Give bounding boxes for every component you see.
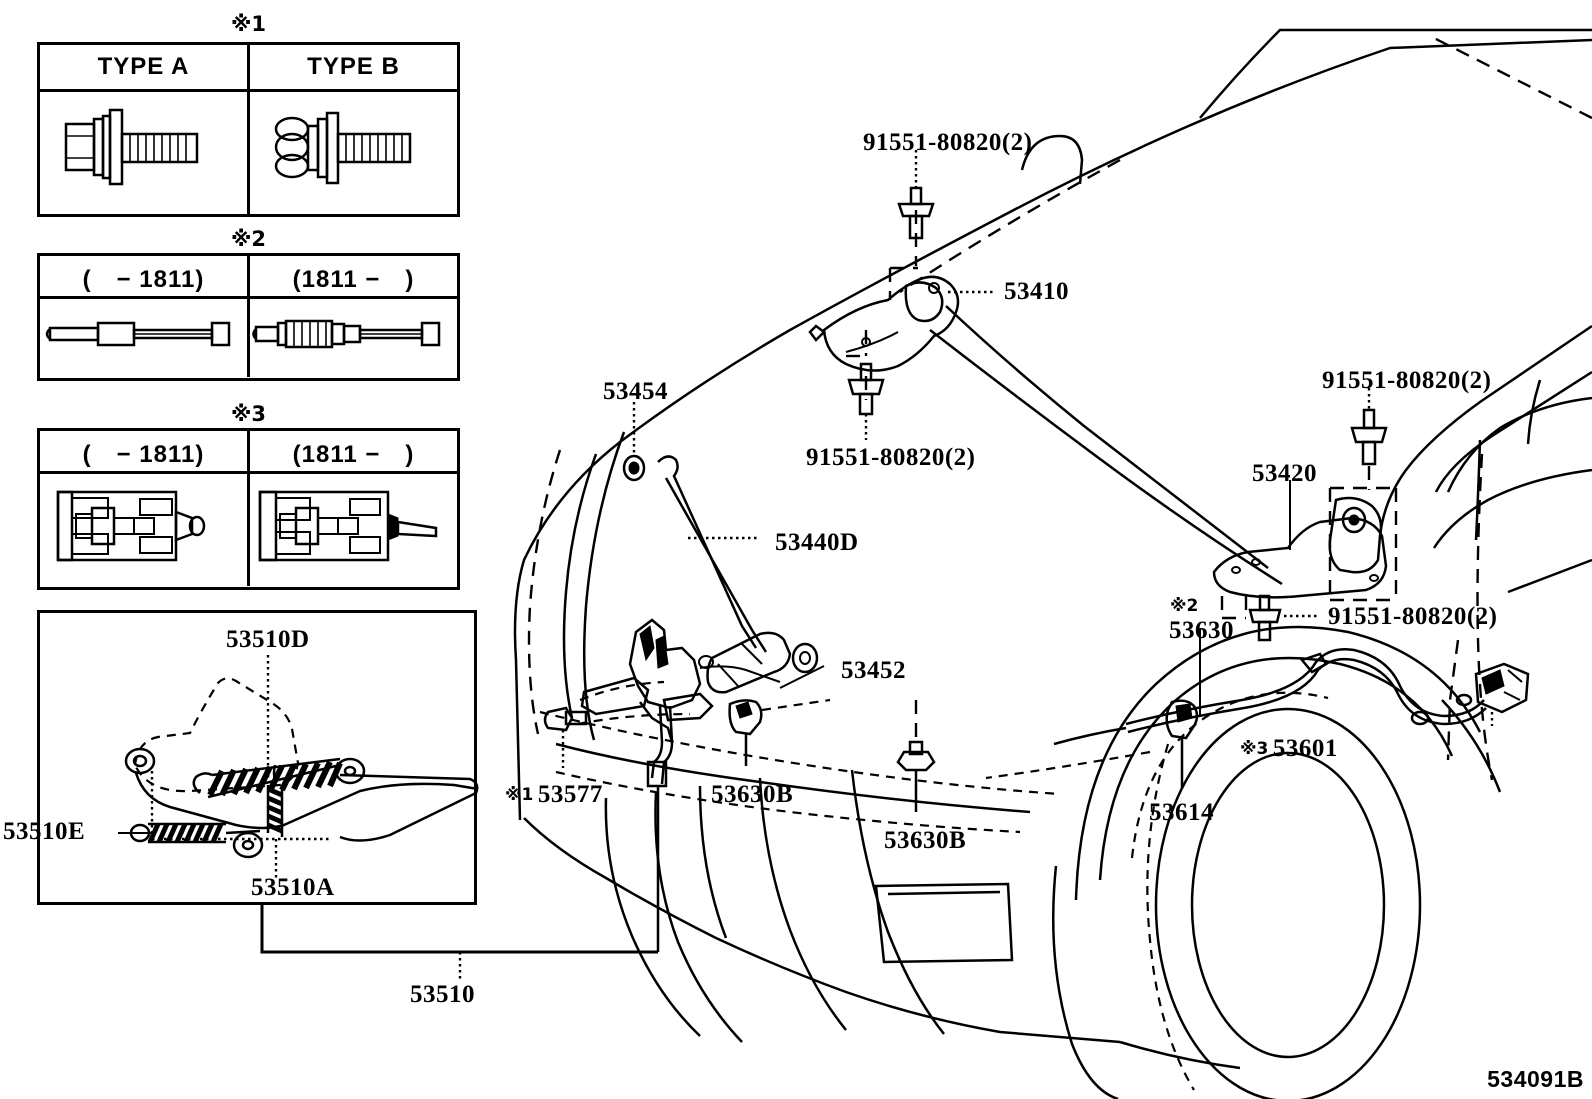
inset-2-cell-1: [250, 299, 457, 377]
bolt-support-upper-icon: [1350, 408, 1388, 466]
callout-hood-rod-holder: 53452: [841, 657, 906, 684]
hood-support-bracket-53420-part: [1212, 388, 1398, 642]
inset-1-cell-1: [250, 92, 457, 217]
callout-bolt-support-lower: 91551-80820(2): [1328, 603, 1498, 630]
diagram-id: 534091B: [1487, 1066, 1584, 1092]
cable-clamp-a-icon: [728, 698, 831, 766]
inset-2-box: ( − 1811) (1811 − ): [37, 253, 460, 381]
inset-2-marker: ※2: [231, 227, 267, 251]
hood-lock-cable-early-icon: [45, 321, 231, 347]
inset-3-cell-0: [40, 474, 250, 586]
ref-marker-1: ※1: [505, 785, 534, 805]
callout-hood-hinge-rh: 53410: [1004, 278, 1069, 305]
cable-clamp-b-icon: [896, 700, 936, 812]
inset-3-col-1-header: (1811 − ): [292, 440, 415, 468]
bolt-53577-icon: [543, 706, 588, 768]
hood-lock-assembly-detail-box: 53510D 53510E 53510A: [3, 610, 479, 905]
ref-marker-2: ※2: [1170, 596, 1199, 616]
detail-label-left: 53510E: [3, 818, 86, 845]
callout-bolt-upper-hinge-top: 91551-80820(2): [863, 129, 1033, 156]
inset-1-col-0-header: TYPE A: [40, 45, 250, 89]
inset-1-box: TYPE A TYPE B: [37, 42, 460, 217]
callout-hood-release-lever-group: ※3 53601: [1240, 736, 1338, 761]
callout-bolt-upper-hinge-bot: 91551-80820(2): [806, 444, 976, 471]
callout-hood-support-bracket: 53420: [1252, 460, 1317, 487]
inset-1-cell-0: [40, 92, 250, 217]
callout-hood-lock-cable: 53630: [1169, 617, 1234, 644]
callout-cable-clamp-a: 53630B: [711, 781, 794, 808]
hood-lock-cable-53630-part: [1053, 628, 1487, 746]
flange-bolt-type-b-icon: [274, 111, 412, 185]
inset-2-col-1-header: (1811 − ): [292, 265, 415, 293]
cable-clip-53614-icon: [1165, 699, 1199, 788]
inset-3-col-0-header: ( − 1811): [40, 431, 250, 471]
hood-release-lever-53601-part: [1446, 639, 1530, 761]
callout-hood-lock-bolt-group: ※1 53577: [505, 782, 603, 807]
hood-lock-assembly-part: [577, 618, 781, 952]
inset-1-marker: ※1: [231, 12, 267, 36]
hood-release-lever-connector-early-icon: [56, 490, 206, 562]
detail-label-top: 53510D: [226, 626, 310, 653]
inset-3-cell-1: [250, 474, 457, 586]
callout-hood-release-lever: 53601: [1272, 735, 1338, 762]
hood-lock-assembly-illustration: [118, 655, 479, 878]
inset-1-col-1-header: TYPE B: [307, 53, 400, 80]
callout-hood-lock-assembly: 53510: [410, 981, 475, 1008]
inset-3-marker: ※3: [231, 402, 267, 426]
flange-bolt-type-a-icon: [64, 108, 199, 186]
inset-2-col-0-header: ( − 1811): [40, 256, 250, 296]
hood-support-rod-assembly: [622, 402, 825, 694]
hood-release-lever-connector-late-icon: [258, 490, 438, 562]
callout-hood-support-rod: 53440D: [775, 529, 859, 556]
detail-label-bottom: 53510A: [251, 874, 335, 901]
callout-hood-lock-bolt: 53577: [537, 781, 603, 808]
ref-marker-3: ※3: [1240, 739, 1269, 759]
callout-hood-lock-stay: 53454: [603, 378, 668, 405]
bolt-support-lower-icon: [1248, 594, 1282, 642]
hood-lock-cable-late-icon: [252, 319, 441, 349]
callout-cable-clamp-b: 53630B: [884, 827, 967, 854]
hood-hinge-53410-part: [808, 150, 996, 440]
inset-2-cell-0: [40, 299, 250, 377]
callout-bolt-hood-support: 91551-80820(2): [1322, 367, 1492, 394]
bolt-lower-icon: [847, 362, 885, 416]
callout-cable-clip: 53614: [1149, 799, 1214, 826]
inset-3-box: ( − 1811) (1811 − ): [37, 428, 460, 590]
